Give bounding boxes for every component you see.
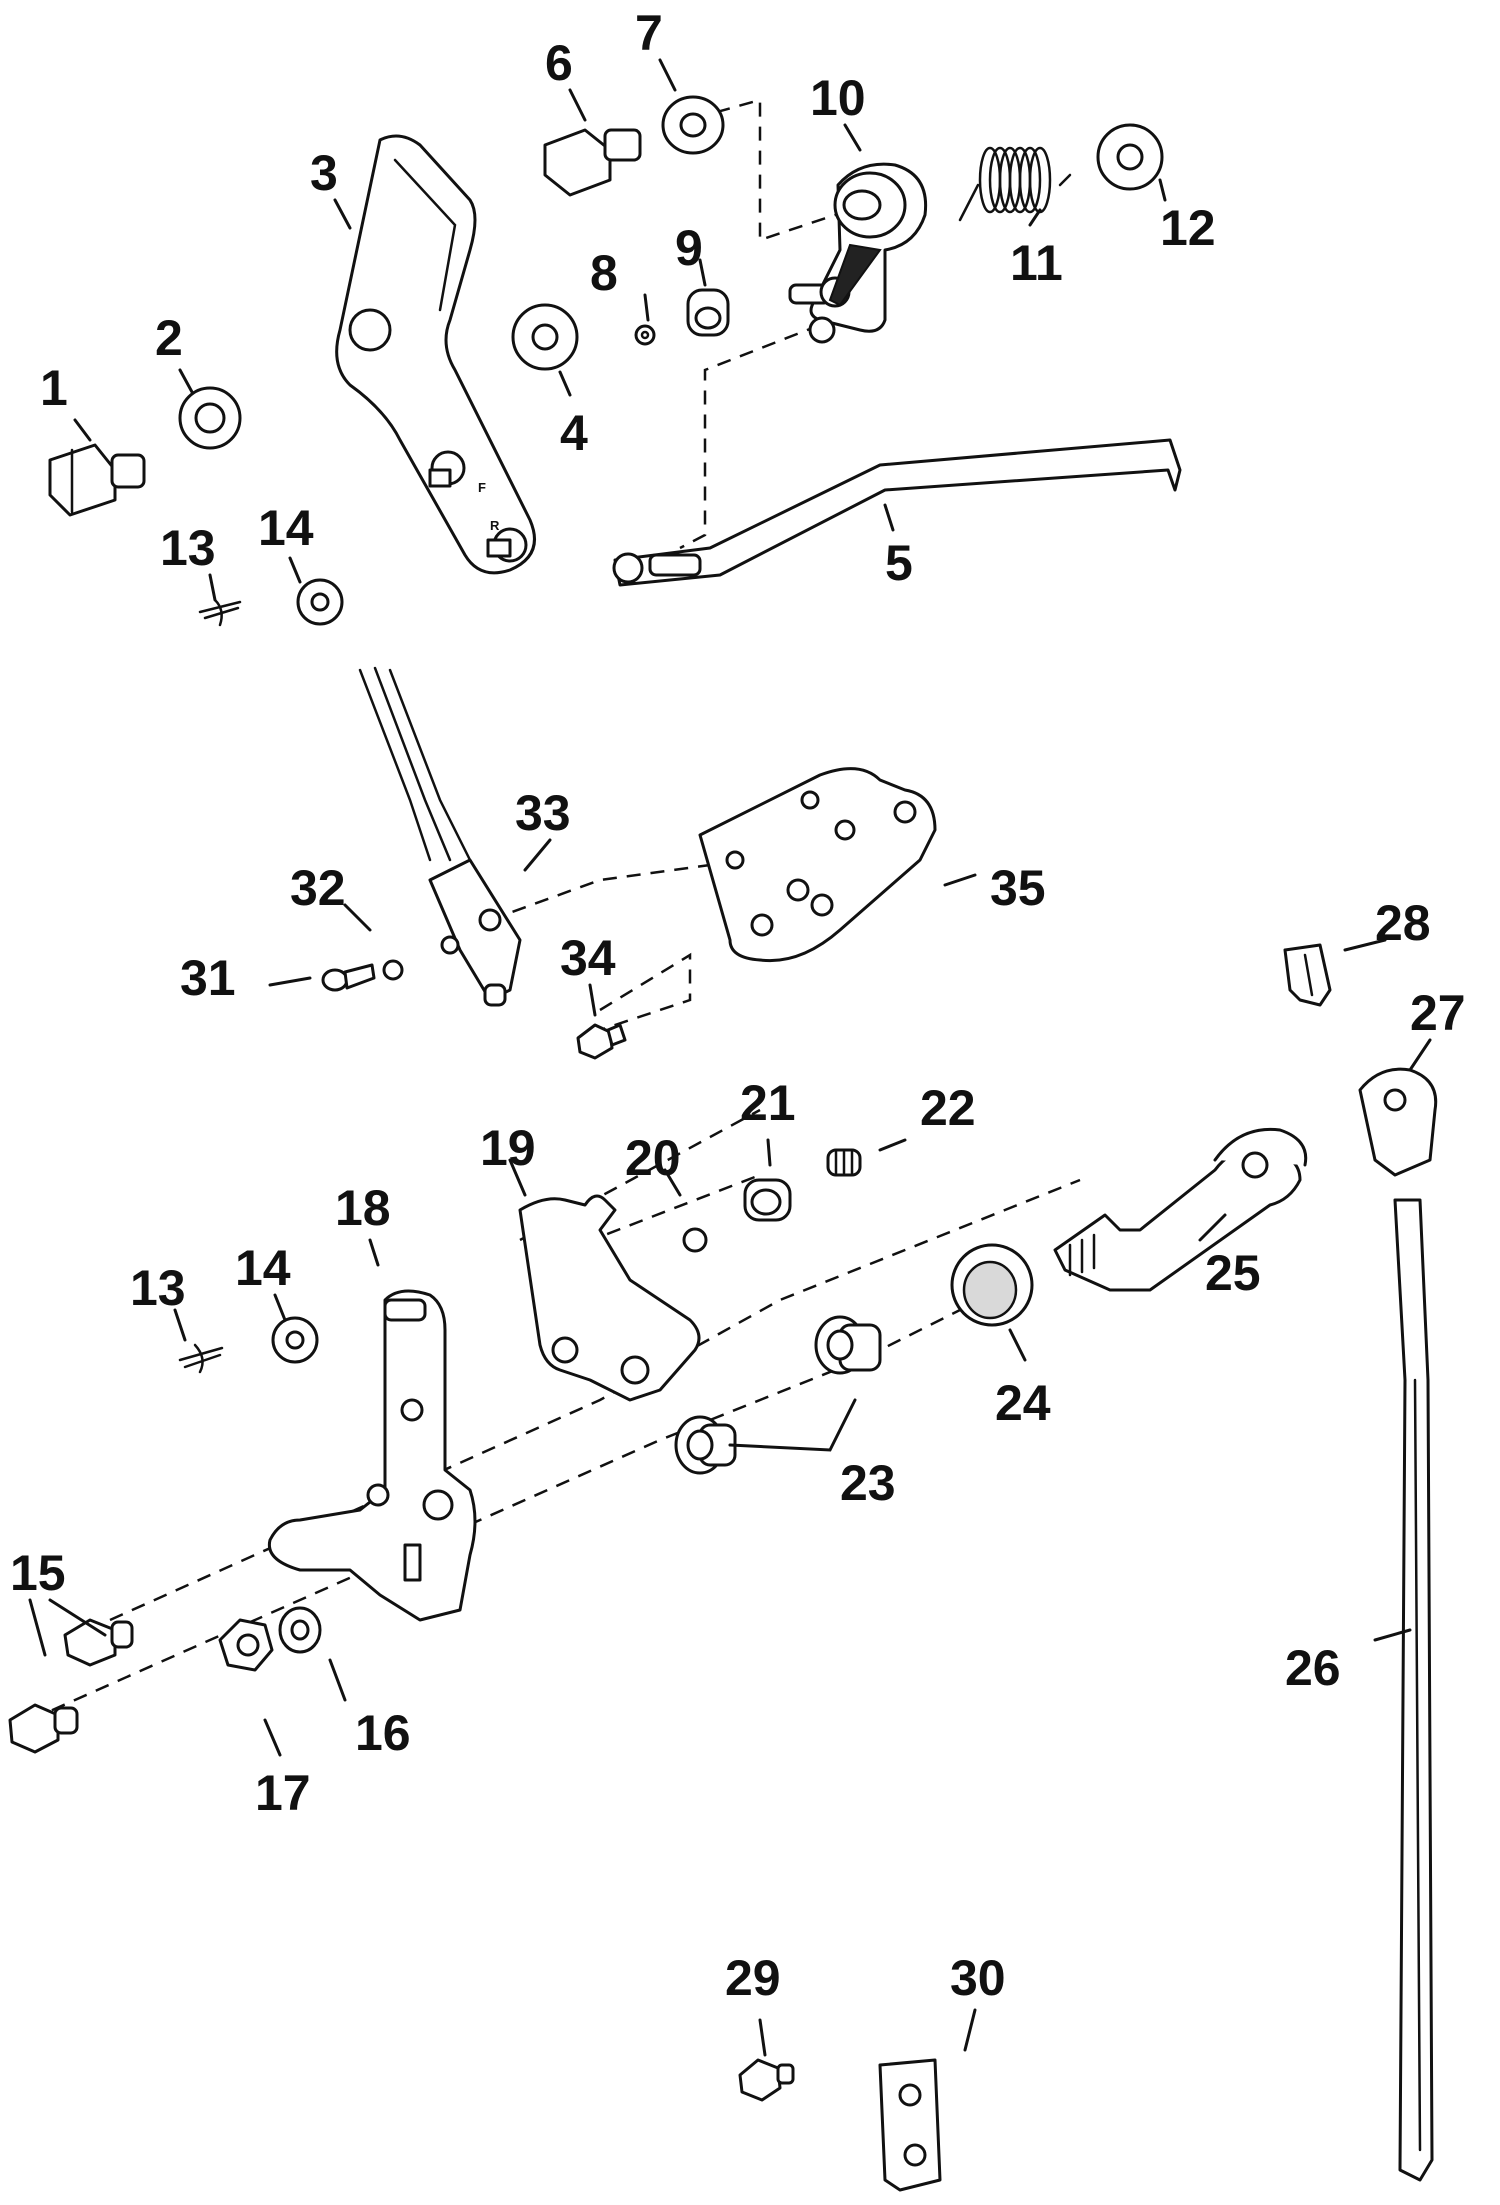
- callout-11: 11: [1010, 235, 1063, 291]
- shift-lever-3: F R: [335, 134, 536, 575]
- callout-5: 5: [885, 535, 913, 591]
- callout-12: 12: [1160, 200, 1216, 256]
- callout-13-lower: 13: [130, 1260, 186, 1316]
- callout-31: 31: [180, 950, 236, 1006]
- bolt-15-lower: [8, 1703, 79, 1754]
- callout-7: 7: [635, 5, 663, 61]
- callout-23: 23: [840, 1455, 896, 1511]
- bolt-1: [48, 443, 146, 517]
- callout-20: 20: [625, 1130, 681, 1186]
- bolt-15-upper: [63, 1618, 134, 1667]
- callout-numbers: 1 2 3 4 5 6 7 8 9 10 11 12 13 14 15 16 1…: [10, 5, 1466, 2006]
- screw-31: [321, 963, 376, 992]
- callout-14-lower: 14: [235, 1240, 291, 1296]
- forward-mark: F: [478, 480, 486, 495]
- switch-33: [358, 666, 522, 1007]
- callout-13-top: 13: [160, 520, 216, 576]
- block-30: [878, 2058, 942, 2192]
- washer-12: [1096, 123, 1164, 191]
- spring-11: [958, 146, 1072, 222]
- bushing-23: [674, 1315, 882, 1475]
- callout-18: 18: [335, 1180, 391, 1236]
- callout-17: 17: [255, 1765, 311, 1821]
- bushing-21: [743, 1178, 792, 1222]
- callout-30: 30: [950, 1950, 1006, 2006]
- callout-4: 4: [560, 405, 588, 461]
- callout-1: 1: [40, 360, 68, 416]
- callout-29: 29: [725, 1950, 781, 2006]
- small-nut-8: [634, 324, 656, 346]
- plate-35: [698, 767, 937, 963]
- spring-22: [826, 1148, 862, 1177]
- callout-28: 28: [1375, 895, 1431, 951]
- reverse-mark: R: [490, 518, 500, 533]
- bolt-29: [738, 2058, 795, 2102]
- bolt-6: [543, 128, 642, 197]
- callout-10: 10: [810, 70, 866, 126]
- lockwasher-32: [382, 959, 404, 981]
- callout-25: 25: [1205, 1245, 1261, 1301]
- callout-3: 3: [310, 145, 338, 201]
- hairpin-clip-13-top: [198, 598, 242, 627]
- washer-7: [661, 95, 725, 155]
- shaft-25: [1053, 1127, 1308, 1292]
- bushing-9: [686, 288, 730, 337]
- ball-20: [682, 1227, 708, 1253]
- callout-35: 35: [990, 860, 1046, 916]
- leader-lines: [28, 58, 1432, 2057]
- callout-16: 16: [355, 1705, 411, 1761]
- callout-19: 19: [480, 1120, 536, 1176]
- callout-33: 33: [515, 785, 571, 841]
- callout-14-top: 14: [258, 500, 314, 556]
- shift-arm-10: [788, 162, 928, 344]
- washer-16: [278, 1606, 322, 1654]
- callout-15: 15: [10, 1545, 66, 1601]
- washer-4: [511, 303, 579, 371]
- shift-rod-5: [612, 438, 1182, 587]
- connector-27: [1358, 1067, 1438, 1177]
- callout-26: 26: [1285, 1640, 1341, 1696]
- clip-28: [1283, 943, 1332, 1007]
- shift-rod-26: [1393, 1198, 1434, 2182]
- callout-24: 24: [995, 1375, 1051, 1431]
- washer-2: [178, 386, 242, 450]
- bolt-34: [576, 1023, 627, 1060]
- callout-8: 8: [590, 245, 618, 301]
- callout-22: 22: [920, 1080, 976, 1136]
- callout-27: 27: [1410, 985, 1466, 1041]
- lever-18: [267, 1289, 477, 1622]
- hairpin-clip-13-lower: [178, 1343, 224, 1374]
- callout-2: 2: [155, 310, 183, 366]
- washer-14-top: [296, 578, 344, 626]
- callout-34: 34: [560, 930, 616, 986]
- washer-14-lower: [271, 1316, 319, 1364]
- callout-6: 6: [545, 35, 573, 91]
- locknut-17: [218, 1618, 274, 1672]
- bushing-24: [950, 1243, 1034, 1327]
- bracket-19: [518, 1194, 701, 1402]
- callout-9: 9: [675, 220, 703, 276]
- callout-32: 32: [290, 860, 346, 916]
- callout-21: 21: [740, 1075, 796, 1131]
